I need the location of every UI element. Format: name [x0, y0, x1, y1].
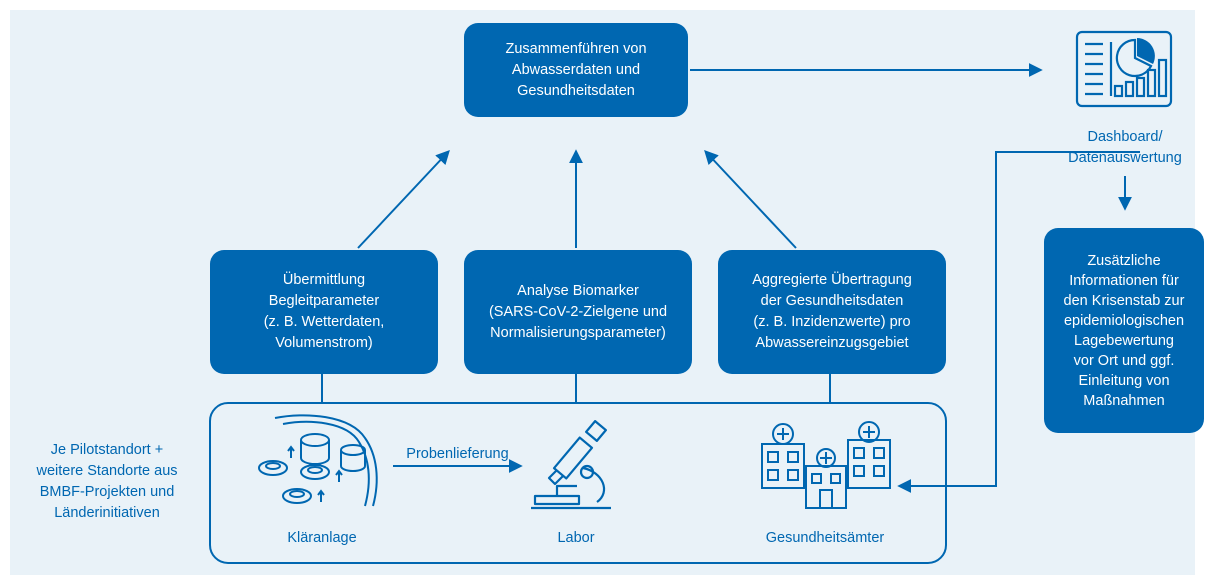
probenlieferung-label: Probenlieferung: [406, 446, 509, 462]
microscope-icon: [531, 420, 611, 510]
wastewater-plant-icon: [258, 414, 378, 507]
labor-label: Labor: [557, 530, 595, 546]
gesundheitsaemter-label: Gesundheitsämter: [765, 530, 885, 546]
transmission-parameters-box: Übermittlung Begleitparameter (z. B. Wet…: [210, 250, 438, 374]
sites-description: Je Pilotstandort + weitere Standorte aus…: [36, 442, 178, 521]
hospital-buildings-icon: [761, 421, 891, 509]
klaeranlage-label: Kläranlage: [287, 530, 357, 546]
dashboard-label: Dashboard/ Datenauswertung: [1068, 129, 1182, 166]
crisis-staff-info-box: Zusätzliche Informationen für den Krisen…: [1044, 228, 1204, 433]
merge-data-box: Zusammenführen von Abwasserdaten und Ges…: [464, 23, 688, 117]
arrow-right-up: [704, 149, 797, 249]
dashboard-icon: [1075, 30, 1173, 108]
biomarker-analysis-box: Analyse Biomarker (SARS-CoV-2-Zielgene u…: [464, 250, 692, 374]
sites-container: [209, 402, 947, 564]
health-data-transfer-box: Aggregierte Übertragung der Gesundheitsd…: [718, 250, 946, 374]
arrow-left-up: [357, 149, 450, 249]
feedback-path: [897, 151, 1140, 493]
